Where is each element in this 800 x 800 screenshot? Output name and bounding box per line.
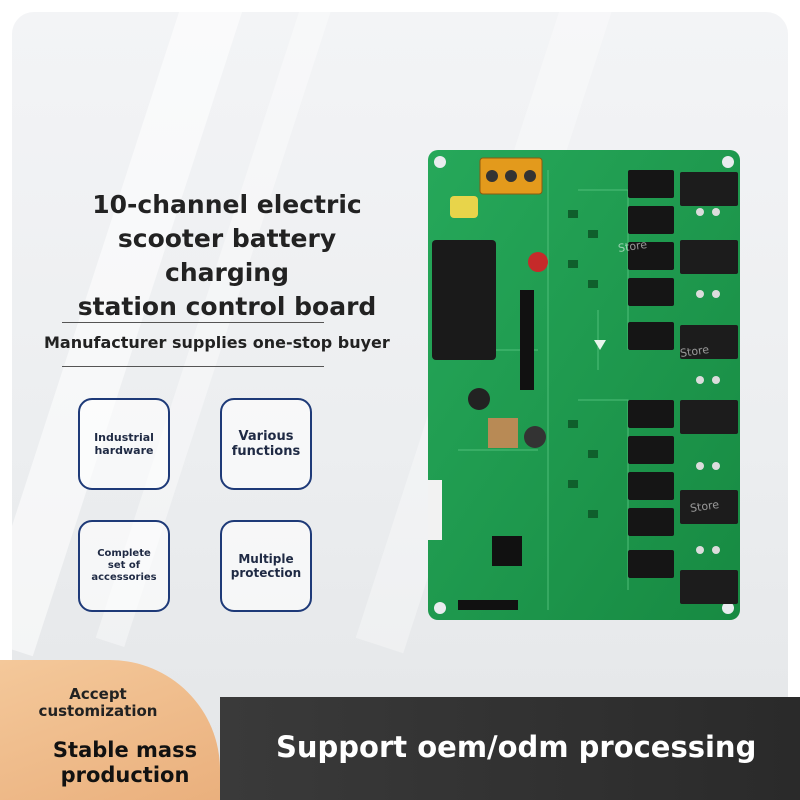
mount-hole — [722, 602, 734, 614]
feature-label: hardware — [94, 444, 154, 457]
feature-label: Industrial — [94, 431, 154, 444]
relay-column — [628, 170, 674, 578]
screw-icon — [505, 170, 517, 182]
power-module — [432, 240, 496, 360]
banner-bar — [220, 697, 800, 800]
screw-icon — [486, 170, 498, 182]
capacitor — [524, 426, 546, 448]
subtitle-rule-bottom — [62, 366, 324, 367]
header-pins — [520, 290, 534, 390]
badge-bottom-text: Stable mass production — [40, 738, 210, 788]
microcontroller-chip — [492, 536, 522, 566]
badge-top-line-1: Accept — [69, 685, 127, 703]
feature-label: protection — [230, 566, 302, 580]
subtitle-rule-top — [62, 322, 324, 323]
subtitle: Manufacturer supplies one-stop buyer — [44, 333, 390, 352]
pcb-substrate — [428, 150, 740, 620]
feature-industrial-hardware: Industrial hardware — [78, 398, 170, 490]
feature-multiple-protection: Multiple protection — [220, 520, 312, 612]
capacitor-red — [528, 252, 548, 272]
mount-hole — [434, 156, 446, 168]
feature-label: Multiple — [238, 552, 294, 566]
feature-label: accessories — [91, 572, 157, 583]
feature-label: Various — [238, 429, 294, 444]
badge-top-line-2: customization — [38, 702, 158, 720]
feature-various-functions: Various functions — [220, 398, 312, 490]
arrow-icon — [594, 340, 606, 350]
mount-hole — [434, 602, 446, 614]
title-line-1: 10-channel electric — [92, 190, 362, 219]
badge-bottom-line-1: Stable mass — [52, 738, 198, 762]
feature-label: functions — [231, 444, 301, 459]
pin-header — [458, 600, 518, 610]
badge-top-text: Accept customization — [28, 686, 168, 720]
mount-hole — [722, 156, 734, 168]
smd-components — [568, 210, 598, 518]
banner-text: Support oem/odm processing — [276, 730, 757, 764]
feature-label: set of — [107, 560, 141, 571]
feature-label: Complete — [97, 548, 151, 559]
badge-bottom-line-2: production — [60, 763, 190, 787]
terminal-screws — [696, 208, 720, 554]
capacitor — [450, 196, 478, 218]
screw-icon — [524, 170, 536, 182]
product-title: 10-channel electric scooter battery char… — [52, 188, 402, 324]
feature-complete-accessories: Complete set of accessories — [78, 520, 170, 612]
circuit-board-image — [428, 150, 740, 620]
connector — [428, 480, 442, 540]
inductor — [488, 418, 518, 448]
title-line-2: scooter battery charging — [117, 224, 337, 287]
output-terminals — [680, 172, 738, 604]
capacitor — [468, 388, 490, 410]
title-line-3: station control board — [77, 292, 377, 321]
